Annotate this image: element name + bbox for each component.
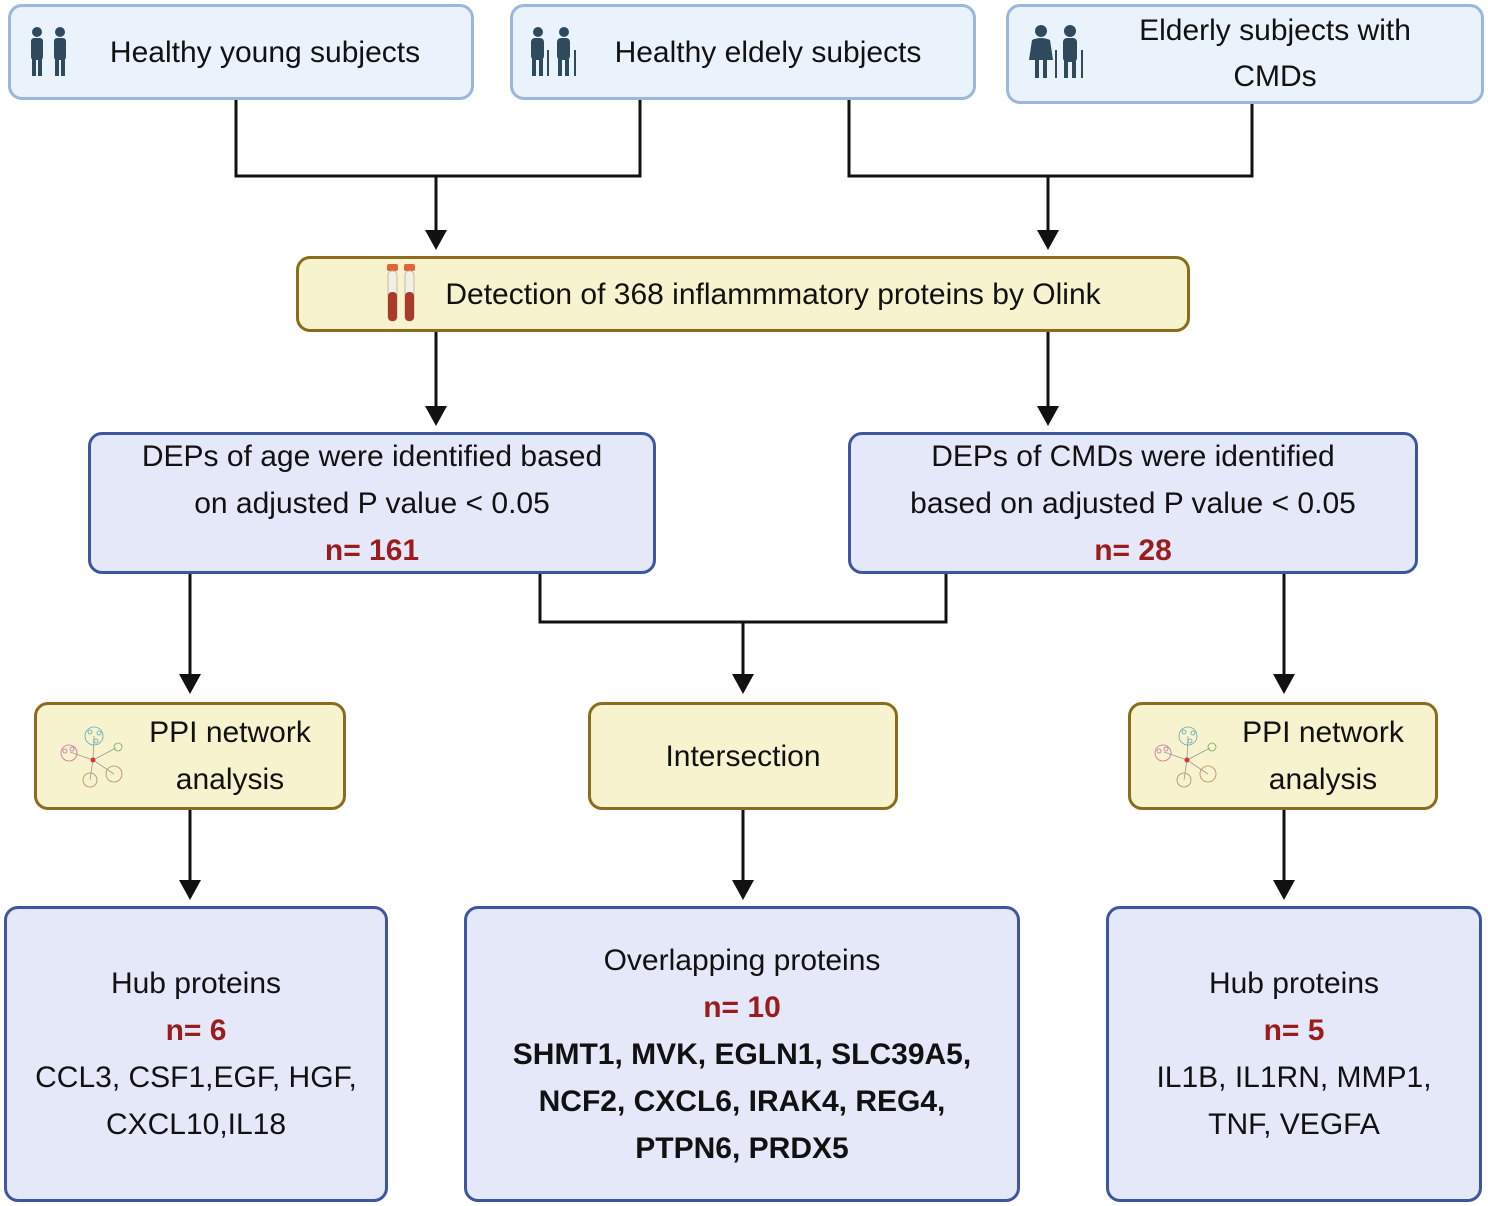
- hub-left-line1: CCL3, CSF1,EGF, HGF,: [35, 1061, 357, 1094]
- dep-age-box: DEPs of age were identified based on adj…: [88, 432, 656, 574]
- two-people-icon: [31, 27, 66, 76]
- dep-cmd-line1: DEPs of CMDs were identified: [931, 439, 1335, 473]
- hub-right-count: n= 5: [1263, 1014, 1325, 1047]
- network-icon: [1154, 726, 1217, 788]
- healthy-young-label: Healthy young subjects: [109, 35, 421, 69]
- elderly-cmd-label-line2: CMDs: [1233, 60, 1317, 93]
- blood-tubes-icon: [387, 264, 415, 322]
- overlap-box: Overlapping proteins n= 10 SHMT1, MVK, E…: [464, 906, 1020, 1202]
- hub-left-box: Hub proteins n= 6 CCL3, CSF1,EGF, HGF, C…: [4, 906, 388, 1202]
- hub-right-title: Hub proteins: [1208, 967, 1380, 1000]
- healthy-young-box: Healthy young subjects: [8, 4, 474, 100]
- ppi-right-line1: PPI network: [1242, 716, 1404, 749]
- dep-cmd-box: DEPs of CMDs were identified based on ad…: [848, 432, 1418, 574]
- hub-right-box: Hub proteins n= 5 IL1B, IL1RN, MMP1, TNF…: [1106, 906, 1482, 1202]
- dep-cmd-line2: based on adjusted P value < 0.05: [910, 486, 1356, 520]
- hub-left-title: Hub proteins: [110, 967, 282, 1000]
- network-icon: [60, 726, 123, 788]
- detection-label: Detection of 368 inflammmatory proteins …: [445, 277, 1101, 311]
- ppi-right-line2: analysis: [1268, 763, 1378, 796]
- elderly-couple-icon: [1029, 25, 1083, 78]
- intersection-box: Intersection: [588, 702, 898, 810]
- dep-cmd-count: n= 28: [1094, 533, 1172, 567]
- healthy-elderly-box: Healthy eldely subjects: [510, 4, 976, 100]
- ppi-left-line1: PPI network: [149, 716, 311, 749]
- overlap-line2: NCF2, CXCL6, IRAK4, REG4,: [538, 1084, 946, 1118]
- ppi-left-line2: analysis: [175, 763, 285, 796]
- healthy-elderly-label: Healthy eldely subjects: [614, 35, 922, 69]
- dep-age-line1: DEPs of age were identified based: [141, 439, 603, 473]
- elderly-cmd-box: Elderly subjects with CMDs: [1006, 4, 1484, 104]
- overlap-line3: PTPN6, PRDX5: [635, 1131, 849, 1165]
- elderly-cmd-label-line1: Elderly subjects with: [1139, 14, 1411, 47]
- hub-right-line1: IL1B, IL1RN, MMP1,: [1156, 1061, 1432, 1094]
- dep-age-count: n= 161: [324, 533, 420, 567]
- hub-left-count: n= 6: [165, 1014, 227, 1047]
- two-people-with-canes-icon: [531, 27, 576, 76]
- overlap-count: n= 10: [703, 990, 781, 1024]
- intersection-label: Intersection: [665, 739, 821, 773]
- overlap-title: Overlapping proteins: [603, 943, 881, 977]
- dep-age-line2: on adjusted P value < 0.05: [194, 486, 550, 520]
- ppi-left-box: PPI network analysis: [34, 702, 346, 810]
- hub-right-line2: TNF, VEGFA: [1208, 1108, 1380, 1141]
- detection-box: Detection of 368 inflammmatory proteins …: [296, 256, 1190, 332]
- overlap-line1: SHMT1, MVK, EGLN1, SLC39A5,: [512, 1037, 972, 1071]
- hub-left-line2: CXCL10,IL18: [105, 1108, 287, 1141]
- ppi-right-box: PPI network analysis: [1128, 702, 1438, 810]
